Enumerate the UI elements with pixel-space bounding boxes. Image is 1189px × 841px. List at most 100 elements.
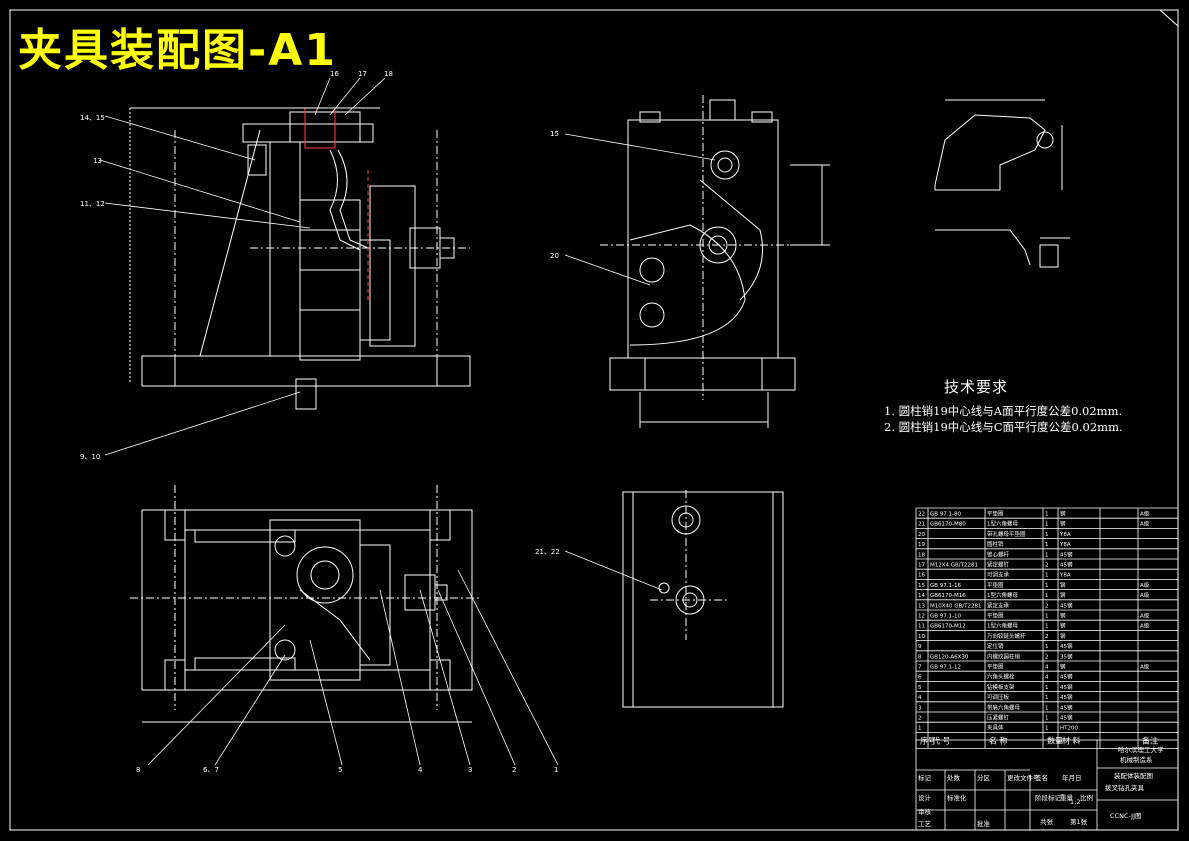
bom-cell: 钻模板支架 <box>987 683 1015 691</box>
tb-label-nianyueri: 年月日 <box>1062 773 1082 782</box>
bom-cell: A级 <box>1140 663 1150 671</box>
bom-cell: 22 <box>918 512 925 518</box>
balloon-4: 4 <box>418 766 423 774</box>
bom-cell: 平垫圈 <box>987 663 1004 671</box>
balloon-8: 8 <box>136 766 140 774</box>
tb-label-pizhun: 批准 <box>977 819 991 828</box>
tb-code: CCNC-JJ图 <box>1110 812 1142 820</box>
bom-cell: 锥心螺杆 <box>987 550 1010 558</box>
tb-scale: 1:2 <box>1070 798 1080 806</box>
bom-cell: 1 <box>1045 593 1049 599</box>
drawing-title: 夹具装配图-A1 <box>18 25 337 76</box>
bom-cell: 6 <box>918 675 922 681</box>
bom-cell: 平垫圈 <box>987 581 1004 589</box>
bom-cell: 14 <box>918 593 925 599</box>
bom-cell: 定位销 <box>987 642 1004 650</box>
bom-cell: 1 <box>1045 532 1049 538</box>
bom-cell: 2 <box>1045 563 1049 569</box>
bom-cell: 1 <box>1045 726 1049 732</box>
bom-cell: 万向铰链头螺杆 <box>987 632 1026 640</box>
bom-cell: GB 97.1-10 <box>930 614 962 620</box>
tb-sheet: 第1张 <box>1070 817 1088 826</box>
bom-cell: 11 <box>918 624 925 630</box>
tb-label-qianming: 签名 <box>1035 773 1048 782</box>
front-view <box>129 107 471 410</box>
bom-cell: A级 <box>1140 581 1150 589</box>
bom-cell: 可调支承 <box>987 571 1010 579</box>
bom-cell: 内螺纹圆柱销 <box>987 652 1021 660</box>
bom-cell: 10 <box>918 634 925 640</box>
bom-cell: 1 <box>1045 705 1049 711</box>
bom-cell: 钢 <box>1060 612 1066 620</box>
bom-cell: 45钢 <box>1060 703 1073 711</box>
balloon-3: 3 <box>468 766 472 774</box>
bom-cell: 钢 <box>1060 591 1066 599</box>
bom-cell: 可调压板 <box>987 693 1010 701</box>
bom-cell: 钢 <box>1060 622 1066 630</box>
bom-cell: 钢 <box>1060 520 1066 528</box>
bom-cell: 压紧螺钉 <box>987 714 1010 722</box>
bom-cell: GB6170-M16 <box>930 593 966 599</box>
bom-cell: GB6170-M80 <box>930 522 966 528</box>
bom-cell: 1 <box>1045 695 1049 701</box>
bom-cell: 1型六角螺母 <box>987 622 1018 630</box>
bom-cell: 45钢 <box>1060 642 1073 650</box>
tb-label-sheji: 设计 <box>918 793 932 802</box>
bom-cell: 带孔螺母平垫圈 <box>987 530 1026 538</box>
bom-cell: A级 <box>1140 622 1150 630</box>
bom-cell: 1 <box>1045 583 1049 589</box>
bom-cell: 夹具体 <box>987 724 1004 732</box>
bom-cell: 4 <box>1045 675 1049 681</box>
bom-cell: 平垫圈 <box>987 612 1004 620</box>
bom-cell: 1 <box>1045 542 1049 548</box>
balloon-1: 1 <box>554 766 558 774</box>
balloon-20: 20 <box>550 252 559 260</box>
bom-cell: 13 <box>918 603 925 609</box>
aux-view <box>622 490 784 708</box>
bom-cell: Y8A <box>1059 532 1071 538</box>
bom-cell: Y8A <box>1059 573 1071 579</box>
bom-cell: 35钢 <box>1060 652 1073 660</box>
bom-cell: 钢 <box>1060 632 1066 640</box>
bom-cell: 2 <box>1045 634 1049 640</box>
tb-label-gongzhang: 共张 <box>1040 817 1054 826</box>
bom-header-cell: 序号 <box>920 735 936 745</box>
bom-cell: M12X4 GB/T2281 <box>930 563 978 569</box>
tb-label-gongyi: 工艺 <box>918 820 932 828</box>
bom-cell: 1型六角螺母 <box>987 520 1018 528</box>
balloon-18: 18 <box>384 70 393 78</box>
bom-cell: 1 <box>1045 624 1049 630</box>
tb-label-zhongliang: 重量 <box>1060 794 1074 802</box>
part-sketch <box>934 99 1070 268</box>
bom-cell: 16 <box>918 573 925 579</box>
bom-cell: 9 <box>918 644 922 650</box>
bom-cell: 45钢 <box>1060 601 1073 609</box>
bom-header-cell: 名 称 <box>989 735 1008 745</box>
bom-cell: GB 97.1-12 <box>930 665 961 671</box>
tb-label-biaoji: 标记 <box>918 773 932 782</box>
bom-cell: 18 <box>918 552 925 558</box>
tb-label-bili: 比例 <box>1080 793 1093 802</box>
balloon-15-side: 15 <box>550 130 559 138</box>
tb-label-gaiwen: 更改文件号 <box>1007 773 1040 782</box>
bom-cell: GB6170-M12 <box>930 624 966 630</box>
tb-dept: 机械制造系 <box>1120 755 1153 764</box>
bom-cell: 1 <box>918 726 922 732</box>
balloon-2: 2 <box>512 766 516 774</box>
bom-cell: 1 <box>1045 522 1049 528</box>
balloon-9-10: 9、10 <box>80 453 100 461</box>
bom-header-cell: 材 料 <box>1062 735 1081 745</box>
bom-cell: 平垫圈 <box>987 510 1004 518</box>
bom-cell: A级 <box>1140 612 1150 620</box>
bom-cell: 紧定螺钉 <box>987 561 1010 569</box>
bom-cell: 2 <box>1045 654 1049 660</box>
balloon-5: 5 <box>338 766 342 774</box>
bom-cell: 45钢 <box>1060 714 1073 722</box>
tb-school: 哈尔滨理工大学 <box>1118 745 1164 754</box>
tb-label-chushu: 处数 <box>947 773 961 782</box>
tech-item-1: 1. 圆柱销19中心线与A面平行度公差0.02mm. <box>884 404 1123 418</box>
technical-requirements: 技术要求 1. 圆柱销19中心线与A面平行度公差0.02mm. 2. 圆柱销19… <box>884 376 1123 435</box>
bom-cell: 45钢 <box>1060 550 1073 558</box>
bom-cell: HT200 <box>1060 726 1078 732</box>
balloon-16: 16 <box>330 70 339 78</box>
